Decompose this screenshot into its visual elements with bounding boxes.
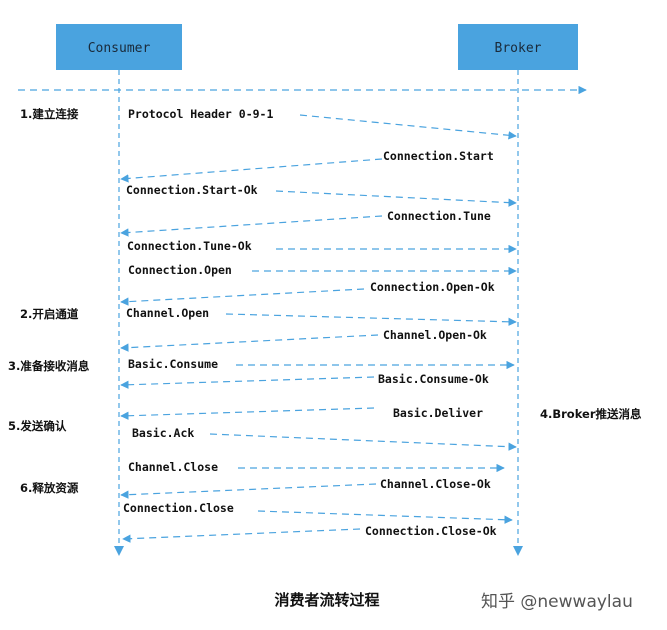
message-label: Connection.Close: [123, 501, 234, 515]
broker-box: [458, 24, 578, 70]
message-label: Channel.Close-Ok: [380, 477, 491, 491]
message-label: Channel.Open-Ok: [383, 328, 487, 342]
message-line: [122, 528, 361, 543]
message-label: Connection.Start-Ok: [126, 183, 258, 197]
message-line: [120, 288, 365, 306]
message-label: Protocol Header 0-9-1: [128, 107, 273, 121]
step-label-prepare-receive: 3.准备接收消息: [8, 359, 90, 373]
consumer-lifeline-end-arrow: [114, 546, 124, 556]
broker-label: Broker: [495, 41, 542, 56]
message-label: Connection.Start: [383, 149, 494, 163]
message-line: [275, 190, 517, 207]
message-label: Connection.Tune-Ok: [127, 239, 252, 253]
broker-push-note: 4.Broker推送消息: [540, 407, 642, 421]
watermark: 知乎 @newwaylau: [481, 592, 633, 612]
broker-lifeline-end-arrow: [513, 546, 523, 556]
message-label: Basic.Ack: [132, 426, 194, 440]
message-label: Channel.Open: [126, 306, 209, 320]
messages: Protocol Header 0-9-1 Connection.Start C…: [120, 107, 517, 543]
message-label: Connection.Close-Ok: [365, 524, 497, 538]
message-line: [257, 510, 513, 524]
message-label: Basic.Consume: [128, 357, 218, 371]
message-line: [209, 433, 517, 451]
message-line: [120, 158, 383, 183]
message-label: Channel.Close: [128, 460, 218, 474]
step-label-release: 6.释放资源: [20, 481, 79, 495]
step-label-connect: 1.建立连接: [20, 107, 79, 121]
message-line: [120, 334, 379, 352]
consumer-label: Consumer: [88, 41, 151, 56]
step-label-send-ack: 5.发送确认: [8, 419, 67, 433]
message-line: [120, 407, 375, 420]
consumer-box: [56, 24, 182, 70]
message-line: [120, 376, 375, 389]
diagram-caption: 消费者流转过程: [274, 591, 379, 609]
message-line: [120, 215, 383, 237]
message-label: Connection.Tune: [387, 209, 491, 223]
message-label: Connection.Open: [128, 263, 232, 277]
message-line: [120, 483, 377, 499]
message-line: [299, 114, 517, 140]
message-line: [225, 313, 517, 326]
step-label-open-channel: 2.开启通道: [20, 307, 79, 321]
message-label: Connection.Open-Ok: [370, 280, 495, 294]
message-label: Basic.Consume-Ok: [378, 372, 489, 386]
message-label: Basic.Deliver: [393, 406, 483, 420]
